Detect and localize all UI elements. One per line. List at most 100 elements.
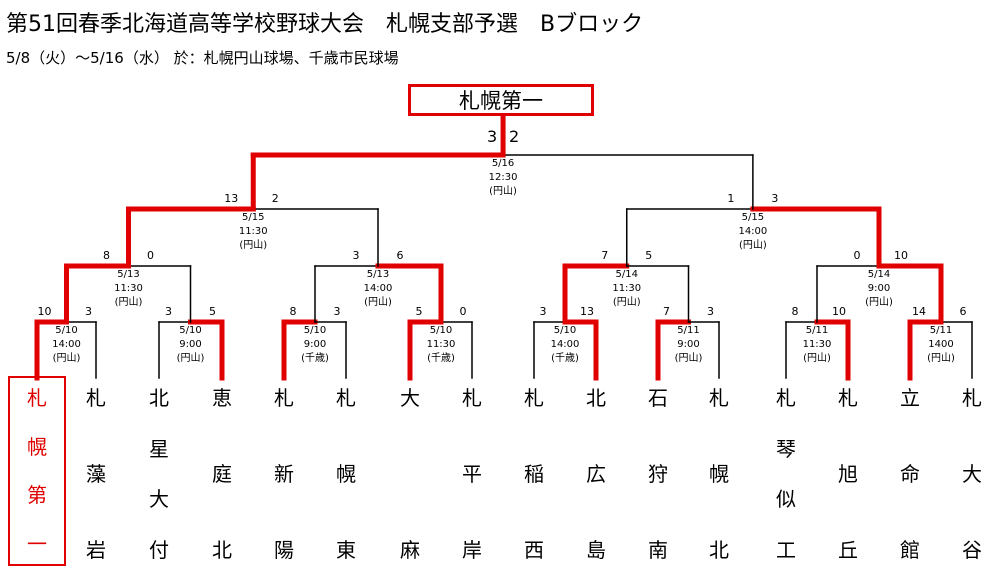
score-right: 13 [580, 305, 594, 318]
team-char: 琴 [776, 436, 796, 461]
match-time: 11:30 [426, 339, 456, 350]
score-left: 7 [663, 305, 670, 318]
match-venue: (円山) [803, 353, 831, 364]
score-right: 3 [333, 305, 341, 318]
match-venue: (円山) [865, 297, 893, 308]
score-left: 10 [37, 305, 52, 318]
team-char: 札 [462, 386, 482, 410]
score-left: 8 [289, 305, 297, 318]
match-info: 5/14 11:30 (円山) [612, 268, 641, 310]
match-date: 5/15 [741, 212, 765, 223]
score-left: 8 [103, 249, 110, 262]
team-char: 恵 [212, 386, 232, 410]
match-date: 5/11 [929, 325, 953, 336]
team-char: 札 [86, 386, 106, 410]
match-date: 5/14 [867, 269, 891, 280]
team-char: 東 [336, 538, 356, 562]
match-time: 12:30 [488, 172, 518, 183]
match-time: 14:00 [363, 283, 393, 294]
score-left: 3 [165, 305, 172, 318]
match-time: 9:00 [303, 339, 327, 350]
match-time: 9:00 [179, 339, 202, 350]
team-char: 岩 [86, 538, 106, 562]
match-info: 5/10 9:00 (円山) [177, 324, 205, 366]
score-left: 8 [791, 305, 799, 318]
team-char: 立 [900, 386, 920, 410]
team-name: 札稲西 [514, 386, 554, 562]
team-char: 北 [586, 386, 606, 410]
team-char: 石 [648, 386, 668, 410]
match-info: 5/10 14:00 (千歳) [551, 324, 580, 366]
team-char: 札 [336, 386, 356, 410]
team-char: 麻 [400, 538, 420, 562]
match-venue: (円山) [612, 297, 641, 308]
match-date: 5/10 [55, 325, 78, 336]
match-venue: (千歳) [427, 353, 455, 364]
team-char: 札 [776, 386, 796, 410]
score-left: 0 [853, 249, 861, 262]
match-venue: (円山) [114, 297, 143, 308]
page-subtitle: 5/8（火）〜5/16（水） 於：札幌円山球場、千歳市民球場 [6, 49, 399, 67]
match-time: 14:00 [550, 339, 580, 350]
team-name: 札幌北 [699, 386, 739, 562]
team-char: 稲 [524, 462, 544, 486]
match-time: 9:00 [677, 339, 700, 350]
team-char: 西 [524, 538, 544, 562]
score-left: 1 [727, 192, 735, 205]
match-date: 5/14 [615, 269, 638, 280]
score-right: 10 [832, 305, 846, 318]
team-name: 札幌東 [326, 386, 366, 562]
champion-box: 札幌第一 [408, 84, 594, 116]
team-char: 庭 [212, 462, 232, 486]
page-title: 第51回春季北海道高等学校野球大会 札幌支部予選 Bブロック [6, 12, 644, 37]
score-right: 3 [707, 305, 714, 318]
team-char: 平 [462, 462, 482, 486]
match-date: 5/15 [242, 212, 265, 223]
team-char: 陽 [274, 538, 294, 562]
match-time: 11:30 [612, 283, 642, 294]
team-name: 北星大付 [139, 386, 179, 562]
team-name: 札新陽 [264, 386, 304, 562]
score-left: 5 [415, 305, 423, 318]
match-info: 5/10 14:00 (円山) [52, 324, 81, 366]
team-name: 恵庭北 [202, 386, 242, 562]
team-char: 札 [838, 386, 858, 410]
match-time: 14:00 [52, 339, 81, 350]
match-date: 5/10 [553, 325, 577, 336]
team-name: 大麻 [390, 386, 430, 562]
team-name: 立命館 [890, 386, 930, 562]
team-name: 札藻岩 [76, 386, 116, 562]
team-char: 幌 [27, 434, 47, 459]
team-char: 似 [776, 487, 796, 512]
match-venue: (円山) [52, 353, 81, 364]
team-char: 新 [274, 462, 294, 486]
team-char: 札 [709, 386, 729, 410]
team-char: 丘 [838, 538, 858, 562]
match-venue: (千歳) [551, 353, 579, 364]
score-right: 10 [894, 249, 908, 262]
team-char: 星 [149, 436, 169, 461]
score-right: 3 [85, 305, 92, 318]
match-venue: (円山) [239, 240, 268, 251]
team-char: 大 [962, 462, 982, 486]
team-char: 北 [212, 538, 232, 562]
team-name: 札平岸 [452, 386, 492, 562]
match-time: 9:00 [867, 283, 891, 294]
match-venue: (円山) [738, 240, 767, 251]
team-char: 第 [27, 483, 47, 508]
score-right: 2 [271, 192, 279, 205]
score-left: 3 [486, 127, 498, 146]
score-left: 3 [539, 305, 547, 318]
team-char: 大 [400, 386, 420, 410]
team-char: 札 [524, 386, 544, 410]
team-char: 島 [586, 538, 606, 562]
score-right: 0 [147, 249, 154, 262]
team-char: 工 [776, 537, 796, 562]
match-date: 5/10 [179, 325, 202, 336]
match-venue: (円山) [176, 353, 205, 364]
